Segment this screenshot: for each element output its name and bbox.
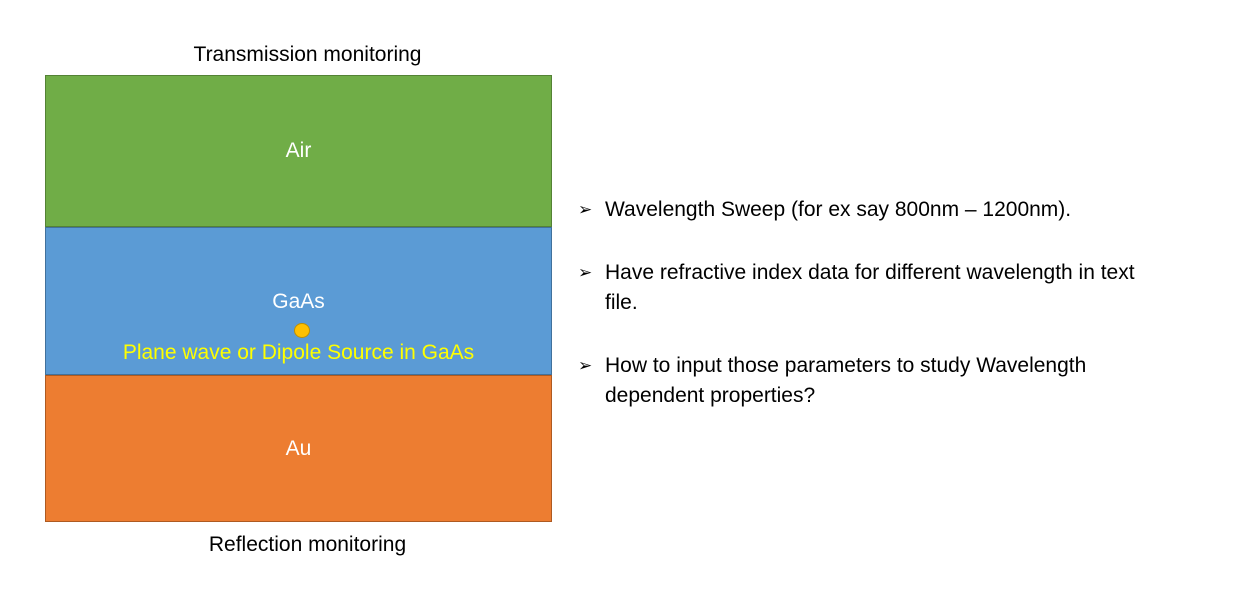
bullet-item-input-parameters: ➢ How to input those parameters to study… [578,351,1238,411]
arrow-bullet-icon: ➢ [578,356,593,375]
layer-air-label: Air [285,139,312,162]
source-dot-icon [293,323,310,338]
bullet-item-refractive-index: ➢ Have refractive index data for differe… [578,258,1238,318]
layer-gaas: GaAs Plane wave or Dipole Source in GaAs [45,227,552,375]
bullet-line: dependent properties? [605,384,816,407]
layer-au: Au [45,375,552,522]
bullet-line: file. [605,291,638,314]
bullet-item-wavelength-sweep: ➢ Wavelength Sweep (for ex say 800nm – 1… [578,195,1238,225]
reflection-monitoring-label: Reflection monitoring [208,533,407,556]
bullet-line: Have refractive index data for different… [605,261,1135,284]
bullet-text: Wavelength Sweep (for ex say 800nm – 120… [605,195,1071,225]
layer-stack: Air GaAs Plane wave or Dipole Source in … [45,75,552,522]
transmission-monitoring-label: Transmission monitoring [193,43,422,66]
bullet-text: How to input those parameters to study W… [605,351,1086,411]
layer-au-label: Au [285,436,312,460]
bullet-line: How to input those parameters to study W… [605,354,1087,377]
layer-air: Air [45,75,552,227]
bullet-list: ➢ Wavelength Sweep (for ex say 800nm – 1… [578,195,1238,444]
bullet-text: Have refractive index data for different… [605,258,1135,318]
source-caption: Plane wave or Dipole Source in GaAs [122,341,475,364]
bullet-line: Wavelength Sweep (for ex say 800nm – 120… [605,198,1072,221]
layer-gaas-label: GaAs [272,290,325,313]
arrow-bullet-icon: ➢ [578,263,593,282]
arrow-bullet-icon: ➢ [578,200,593,219]
